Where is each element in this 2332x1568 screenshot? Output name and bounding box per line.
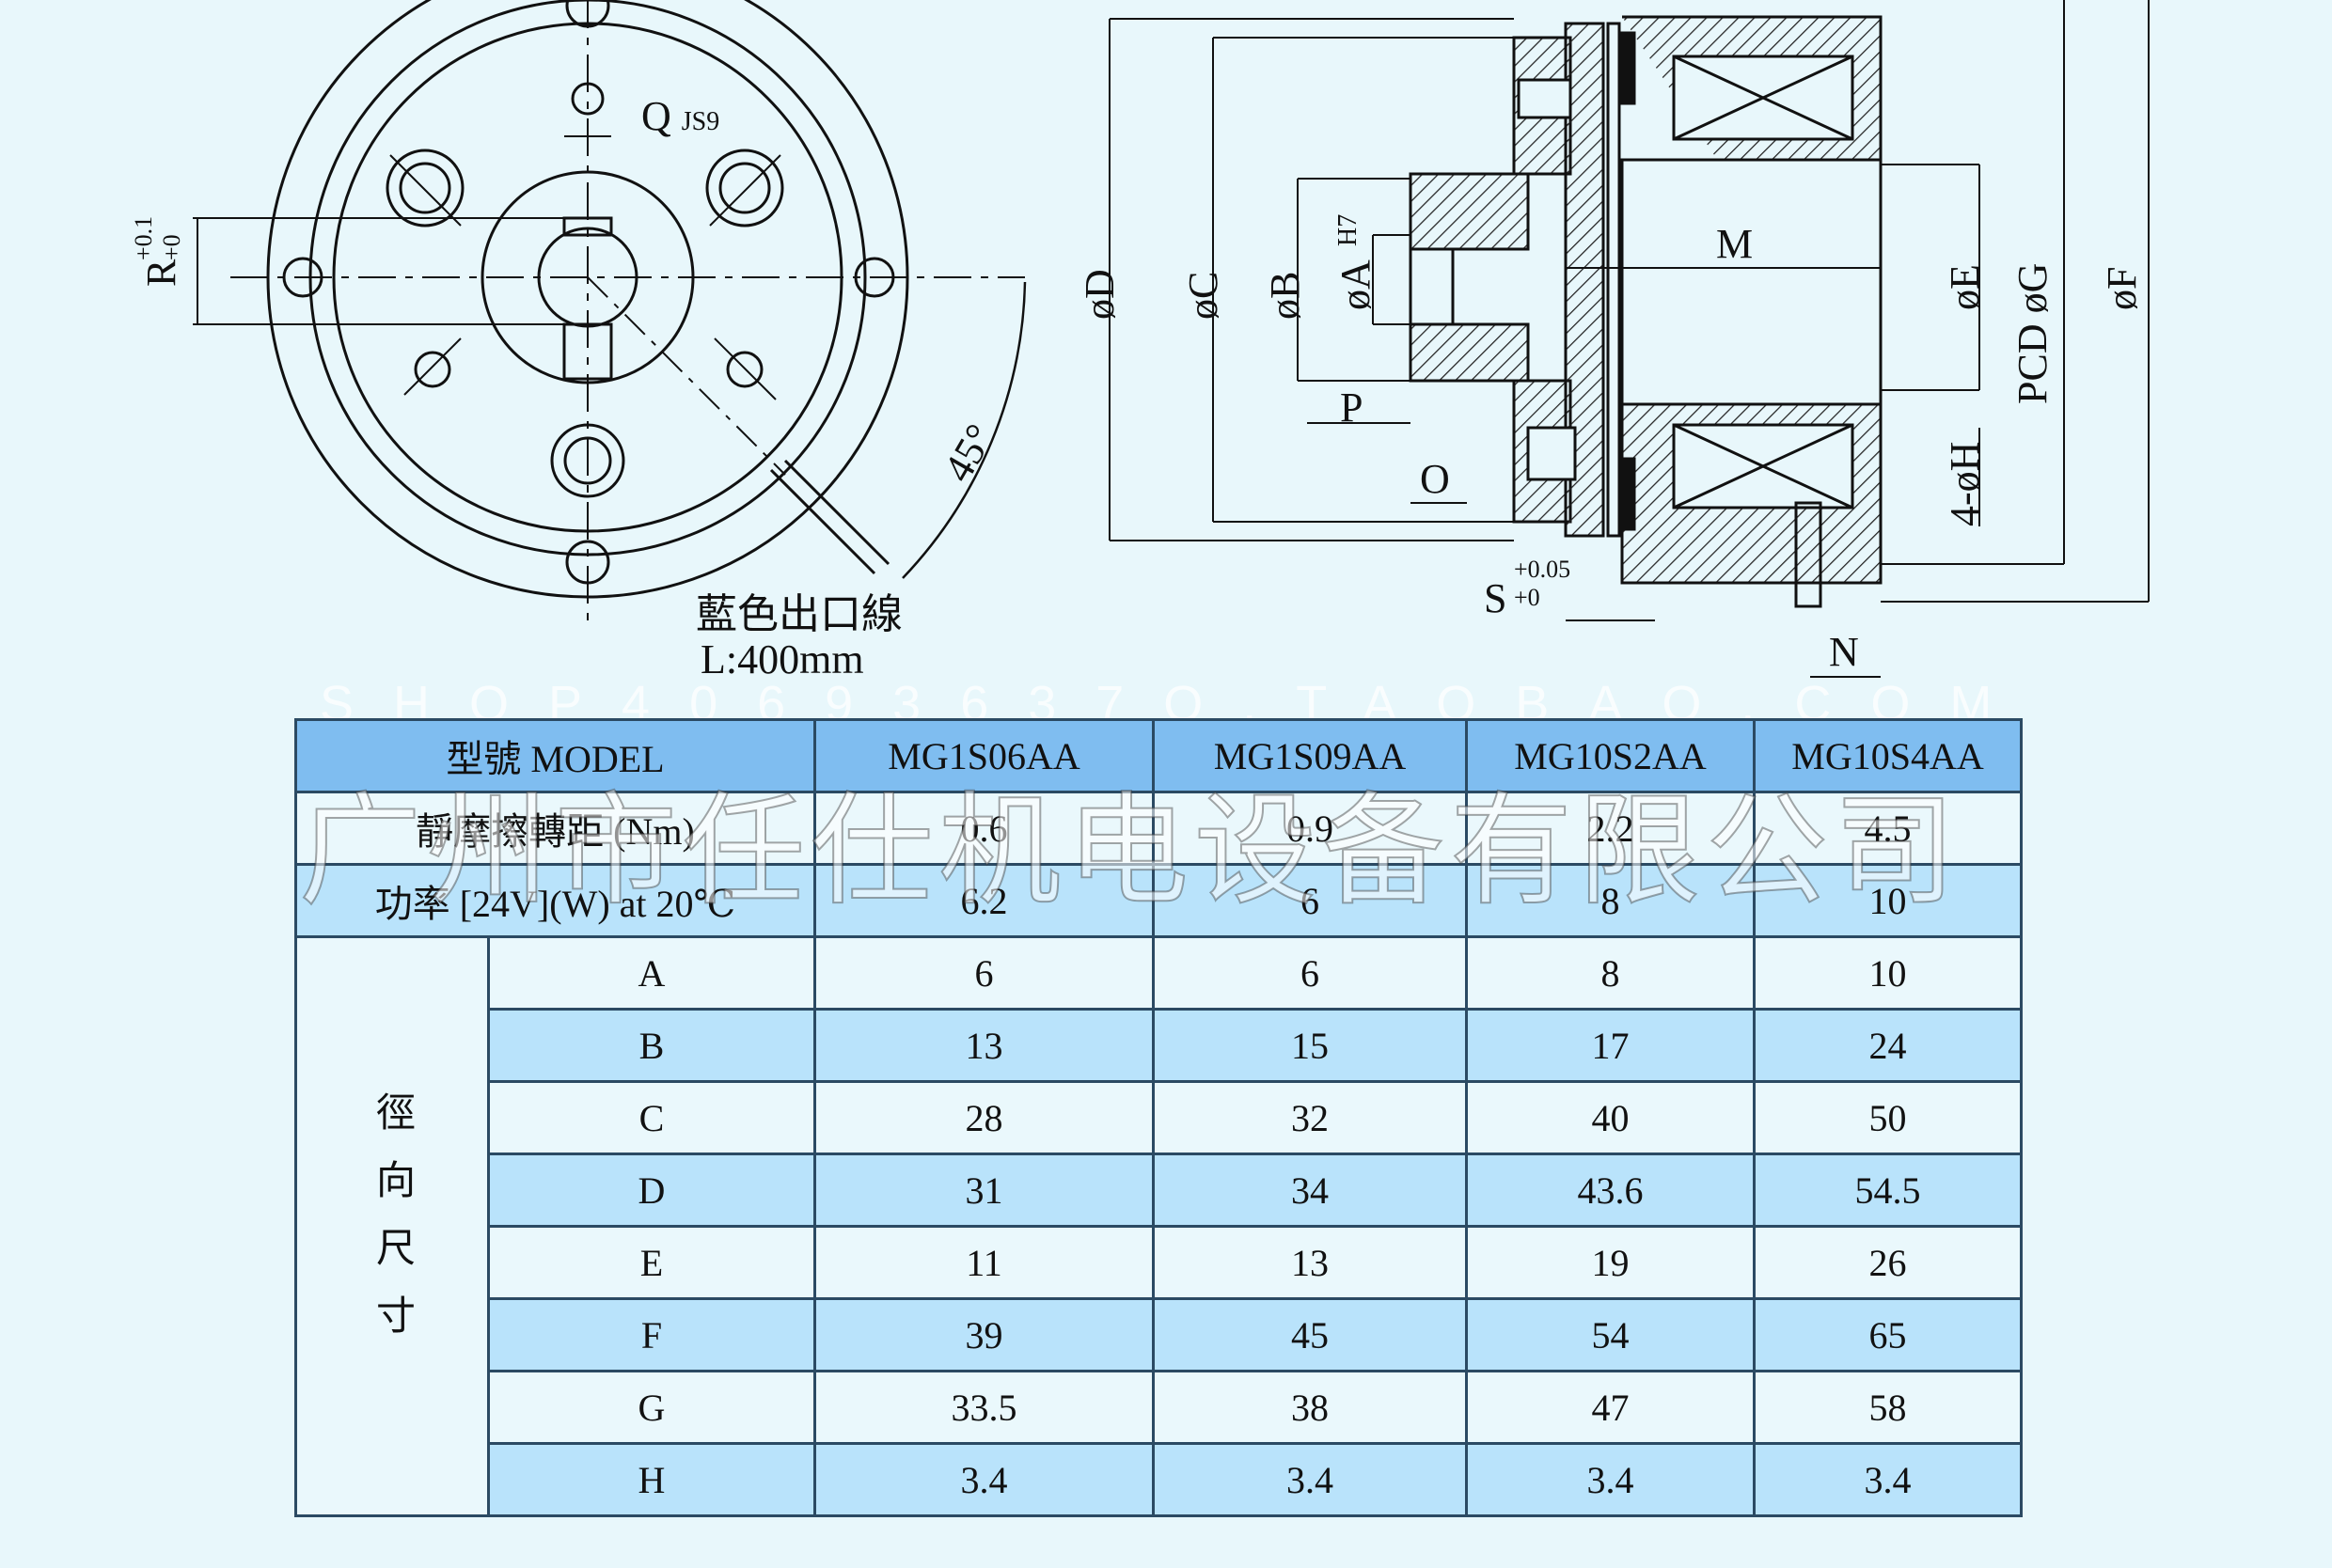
dimension-value: 6 — [1152, 935, 1468, 1011]
r-tolerance-plus: +0.1 — [130, 215, 157, 260]
dimension-value: 3.4 — [1753, 1442, 2023, 1517]
four-h-label: 4-øH — [1942, 441, 1988, 526]
dimension-key: B — [487, 1008, 816, 1083]
dimension-value: 32 — [1152, 1080, 1468, 1155]
lead-wire-label: 藍色出口線 — [696, 591, 903, 637]
dimension-value: 34 — [1152, 1152, 1468, 1228]
torque-label: 靜摩擦轉距 (Nm) — [294, 791, 816, 866]
torque-value: 0.6 — [813, 791, 1155, 866]
dimension-key: F — [487, 1297, 816, 1372]
dimension-value: 54.5 — [1753, 1152, 2023, 1228]
dimension-value: 40 — [1465, 1080, 1756, 1155]
dimension-value: 47 — [1465, 1370, 1756, 1445]
dimension-value: 38 — [1152, 1370, 1468, 1445]
dimension-value: 3.4 — [1465, 1442, 1756, 1517]
s-tolerance-zero: +0 — [1514, 584, 1540, 611]
power-value: 10 — [1753, 863, 2023, 938]
dimension-value: 24 — [1753, 1008, 2023, 1083]
dimension-key: H — [487, 1442, 816, 1517]
dia-a-label: øA — [1332, 259, 1379, 310]
spec-table: 型號 MODEL MG1S06AA MG1S09AA MG10S2AA MG10… — [294, 718, 2023, 1517]
dia-b-label: øB — [1262, 271, 1308, 320]
dimension-value: 13 — [1152, 1225, 1468, 1300]
header-row: 型號 MODEL MG1S06AA MG1S09AA MG10S2AA MG10… — [294, 718, 2023, 793]
dimension-value: 10 — [1753, 935, 2023, 1011]
n-label: N — [1829, 629, 1859, 675]
table-row: H 3.4 3.4 3.4 3.4 — [296, 1442, 2023, 1517]
dimension-value: 6 — [813, 935, 1155, 1011]
dimension-value: 19 — [1465, 1225, 1756, 1300]
front-view — [193, 0, 1027, 630]
dimension-value: 26 — [1753, 1225, 2023, 1300]
dimension-value: 11 — [813, 1225, 1155, 1300]
dimension-value: 54 — [1465, 1297, 1756, 1372]
torque-value: 0.9 — [1152, 791, 1468, 866]
model-name: MG1S06AA — [813, 718, 1155, 793]
torque-value: 4.5 — [1753, 791, 2023, 866]
dimension-value: 65 — [1753, 1297, 2023, 1372]
dimension-value: 58 — [1753, 1370, 2023, 1445]
model-name: MG10S4AA — [1753, 718, 2023, 793]
o-label: O — [1420, 456, 1450, 502]
dimension-value: 31 — [813, 1152, 1155, 1228]
q-label: Q — [641, 93, 671, 139]
model-name: MG10S2AA — [1465, 718, 1756, 793]
dimension-key: C — [487, 1080, 816, 1155]
dimension-value: 43.6 — [1465, 1152, 1756, 1228]
power-value: 6.2 — [813, 863, 1155, 938]
p-label: P — [1340, 384, 1363, 431]
power-value: 6 — [1152, 863, 1468, 938]
dimension-value: 3.4 — [813, 1442, 1155, 1517]
r-dimension-label: R +0.1 +0 — [130, 216, 185, 287]
s-label: S — [1484, 575, 1507, 621]
model-header-label: 型號 MODEL — [294, 718, 816, 793]
power-label: 功率 [24V](W) at 20℃ — [294, 863, 816, 938]
dimension-value: 17 — [1465, 1008, 1756, 1083]
dimension-value: 13 — [813, 1008, 1155, 1083]
table-row: F 39 45 54 65 — [296, 1297, 2023, 1372]
dia-c-label: øC — [1180, 271, 1226, 320]
dia-d-label: øD — [1077, 269, 1123, 320]
dimension-value: 45 — [1152, 1297, 1468, 1372]
model-name: MG1S09AA — [1152, 718, 1468, 793]
dimension-value: 28 — [813, 1080, 1155, 1155]
dimension-key: D — [487, 1152, 816, 1228]
dimension-value: 15 — [1152, 1008, 1468, 1083]
h7-label: H7 — [1333, 213, 1363, 246]
dia-f-label: øF — [2099, 266, 2145, 310]
brake-technical-drawing — [193, 0, 2150, 678]
table-row: E 11 13 19 26 — [296, 1225, 2023, 1300]
r-tolerance-zero: +0 — [158, 234, 185, 260]
r-label: R — [138, 259, 184, 287]
power-value: 8 — [1465, 863, 1756, 938]
dimension-value: 39 — [813, 1297, 1155, 1372]
power-row: 功率 [24V](W) at 20℃ 6.2 6 8 10 — [294, 863, 2023, 938]
pcd-g-label: PCD øG — [2009, 262, 2056, 404]
dimension-value: 33.5 — [813, 1370, 1155, 1445]
lead-wire-length-label: L:400mm — [701, 636, 864, 682]
table-row: 徑向尺寸 A 6 6 8 10 — [294, 935, 2023, 1517]
table-row: D 31 34 43.6 54.5 — [296, 1152, 2023, 1228]
q-js9-label: Q JS9 — [641, 96, 719, 137]
dimension-value: 8 — [1465, 935, 1756, 1011]
radial-dimensions-label: 徑向尺寸 — [294, 935, 490, 1517]
dimension-value: 50 — [1753, 1080, 2023, 1155]
js9-label: JS9 — [681, 107, 720, 136]
torque-value: 2.2 — [1465, 791, 1756, 866]
torque-row: 靜摩擦轉距 (Nm) 0.6 0.9 2.2 4.5 — [294, 791, 2023, 866]
section-view — [1109, 0, 2150, 678]
table-row: B 13 15 17 24 — [296, 1008, 2023, 1083]
s-dimension-label: S +0.05 +0 — [1484, 557, 1570, 621]
dimension-key: E — [487, 1225, 816, 1300]
dimension-value: 3.4 — [1152, 1442, 1468, 1517]
m-label: M — [1716, 221, 1754, 267]
dimension-key: G — [487, 1370, 816, 1445]
table-row: G 33.5 38 47 58 — [296, 1370, 2023, 1445]
dia-e-label: øE — [1942, 264, 1988, 310]
s-tolerance-plus: +0.05 — [1514, 556, 1571, 583]
table-row: C 28 32 40 50 — [296, 1080, 2023, 1155]
dimension-key: A — [487, 935, 816, 1011]
